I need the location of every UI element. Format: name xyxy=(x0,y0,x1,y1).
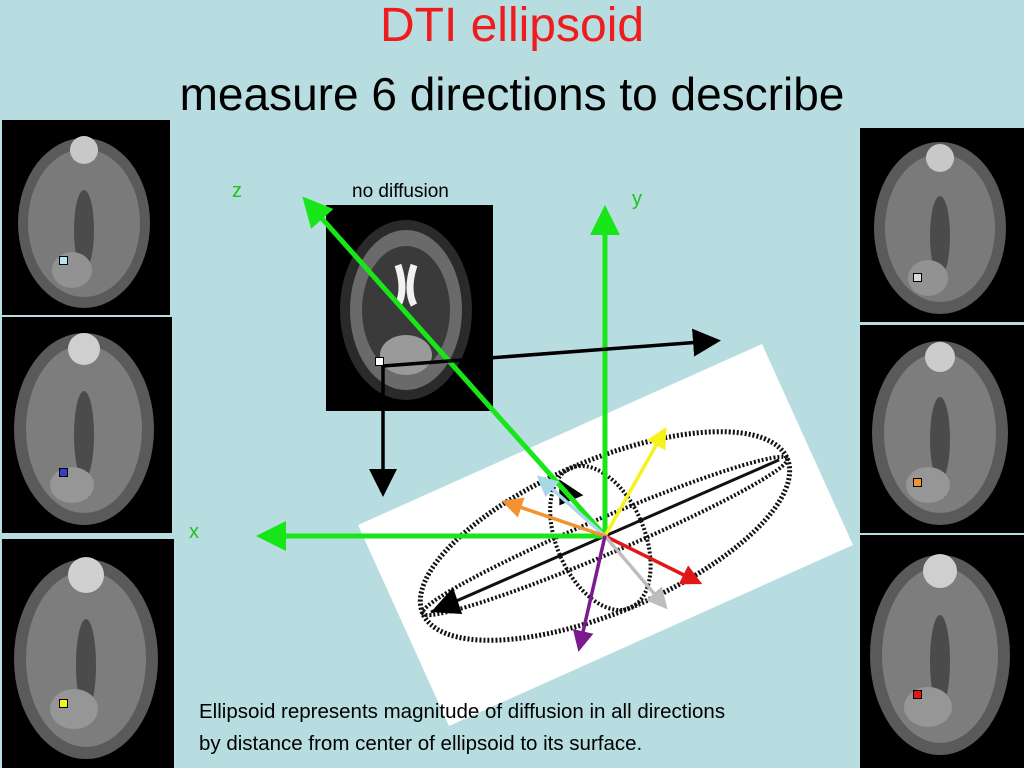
brain-scan-right-3 xyxy=(860,535,1024,768)
direction-vector-red xyxy=(604,534,703,585)
z-axis-label: z xyxy=(232,180,242,202)
caption: Ellipsoid represents magnitude of diffus… xyxy=(199,696,725,760)
roi-arrow-right xyxy=(382,328,721,368)
x-axis-label: x xyxy=(189,521,199,543)
page-title: DTI ellipsoid xyxy=(379,0,645,52)
direction-vector-orange xyxy=(501,497,606,538)
roi-marker-left-1 xyxy=(59,256,68,265)
brain-scan-left-2 xyxy=(2,317,172,533)
no-diffusion-label: no diffusion xyxy=(352,181,449,202)
direction-vector-grey xyxy=(603,534,668,610)
roi-marker-left-3 xyxy=(59,699,68,708)
roi-marker-right-3 xyxy=(913,690,922,699)
direction-vector-yellow xyxy=(603,426,667,537)
roi-marker-no-diffusion xyxy=(375,357,384,366)
roi-marker-left-2 xyxy=(59,468,68,477)
y-axis-label: y xyxy=(632,188,642,210)
page-subtitle: measure 6 directions to describe xyxy=(179,68,845,120)
direction-vector-lightblue xyxy=(536,475,607,538)
caption-line-1: Ellipsoid represents magnitude of diffus… xyxy=(199,700,726,723)
brain-scan-right-1 xyxy=(860,128,1024,322)
roi-marker-right-2 xyxy=(913,478,922,487)
brain-scan-left-3 xyxy=(2,539,174,768)
caption-line-2: by distance from center of ellipsoid to … xyxy=(199,732,643,755)
roi-marker-right-1 xyxy=(913,273,922,282)
brain-scan-left-1 xyxy=(2,120,170,315)
brain-scan-right-2 xyxy=(860,325,1024,533)
direction-vector-purple xyxy=(572,535,607,652)
